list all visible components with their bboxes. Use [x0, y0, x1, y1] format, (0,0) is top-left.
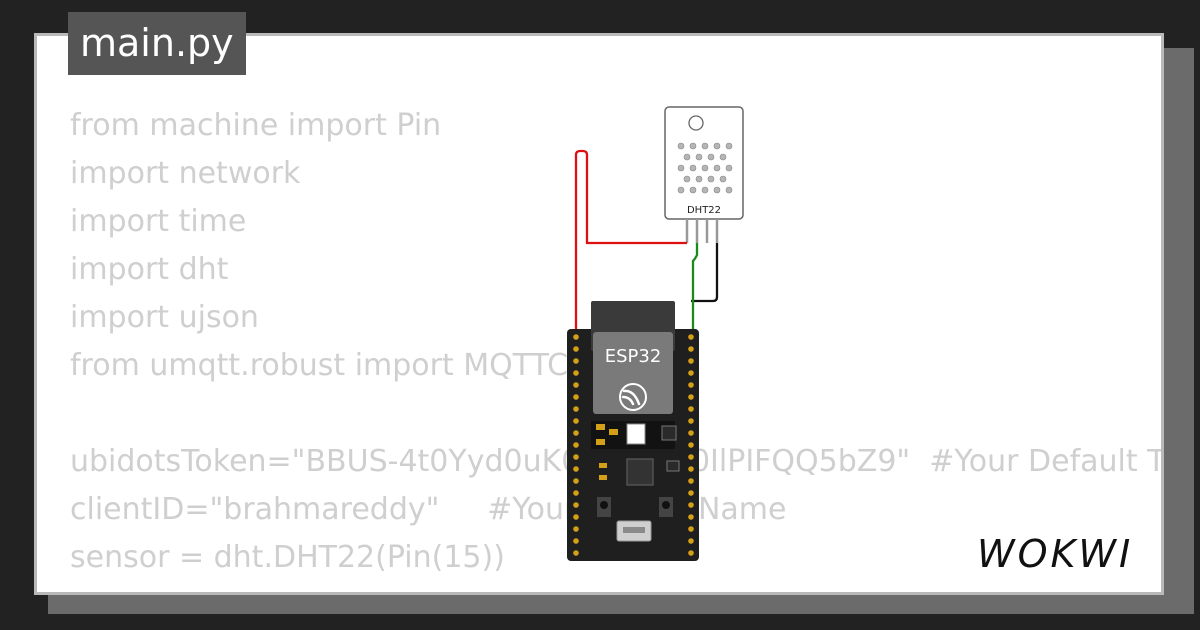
- gnd-wire: [691, 243, 719, 303]
- wokwi-logo: WOKWI: [977, 532, 1133, 576]
- esp32-board: ESP32: [567, 301, 699, 561]
- espressif-logo-icon: [619, 383, 647, 411]
- dht22-sensor: DHT22: [664, 106, 744, 243]
- code-line-5: import ujson: [70, 300, 259, 335]
- code-line-3: import time: [70, 204, 247, 239]
- logo-text: WOKWI: [977, 532, 1133, 576]
- board-label: ESP32: [605, 346, 662, 367]
- code-line-10: sensor = dht.DHT22(Pin(15)): [70, 540, 505, 575]
- circuit-diagram: DHT22 ESP32: [567, 106, 744, 561]
- code-line-8: ubidotsToken="BBUS-4t0Yyd0uK0aV6KBr0IlPI…: [70, 444, 1161, 479]
- code-line-4: import dht: [70, 252, 229, 287]
- project-preview-card: from machine import Pin import network imp…: [34, 33, 1164, 595]
- code-line-1: from machine import Pin: [70, 108, 442, 143]
- sensor-label: DHT22: [687, 205, 721, 216]
- code-line-2: import network: [70, 156, 301, 191]
- file-tab: main.py: [68, 12, 246, 75]
- vcc-wire: [574, 149, 687, 337]
